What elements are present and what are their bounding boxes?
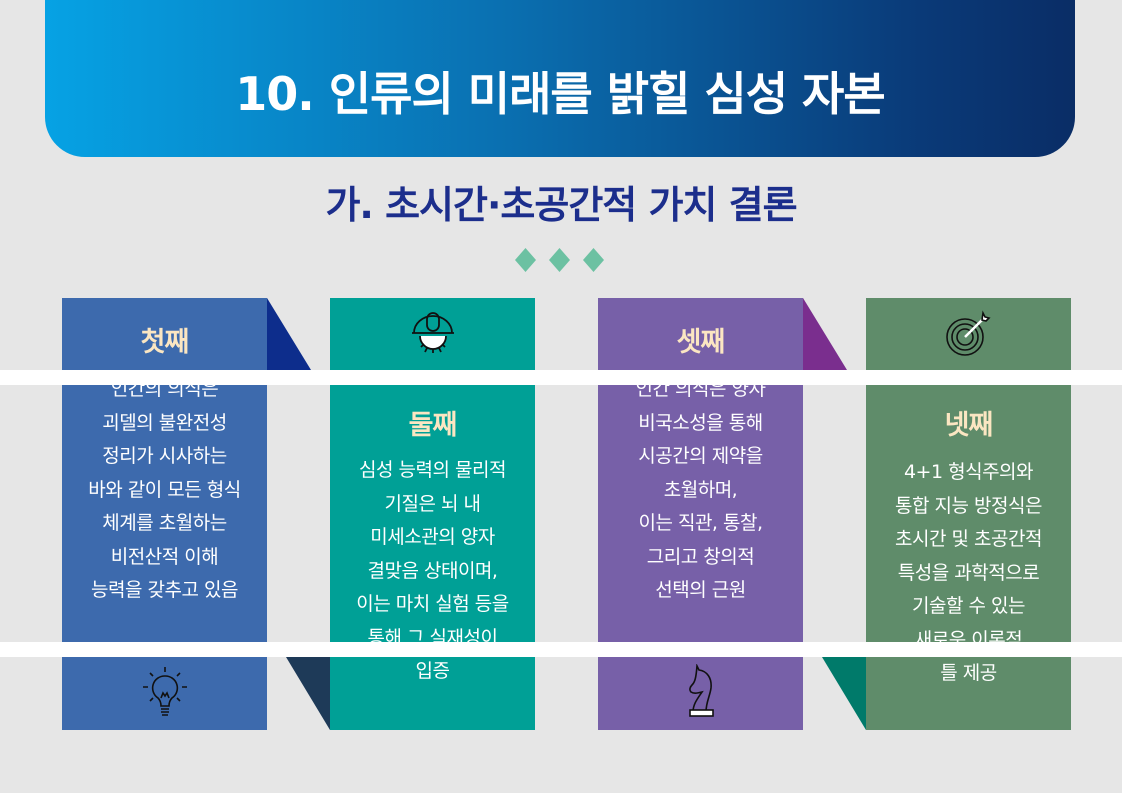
card3-title: 셋째: [676, 327, 726, 358]
lightbulb-icon: [62, 665, 267, 721]
card4-corner-triangle: [822, 657, 866, 730]
body-line: 통합 지능 방정식은: [895, 494, 1042, 517]
diamond-divider: [515, 248, 604, 272]
body-line: 초월하며,: [663, 478, 738, 501]
target-arrow-icon: [866, 310, 1071, 358]
card1-title: 첫째: [140, 327, 190, 358]
card3-corner-triangle: [803, 298, 847, 370]
card1-body: 인간의 의식은 괴델의 불완전성 정리가 시사하는 바와 같이 모든 형식 체계…: [62, 373, 267, 608]
body-line: 그리고 창의적: [646, 545, 755, 568]
card2-title: 둘째: [408, 410, 458, 441]
body-line: 특성을 과학적으로: [897, 561, 1040, 584]
white-band-top: [0, 370, 1122, 385]
body-line: 선택의 근원: [655, 579, 746, 601]
body-line: 인간 의식은 양자: [635, 378, 766, 400]
card1-corner-triangle: [267, 298, 311, 370]
body-line: 이는 마치 실험 등을: [356, 593, 509, 615]
chess-knight-icon: [598, 664, 803, 718]
header-banner: [45, 0, 1075, 157]
diamond-icon: [583, 248, 604, 272]
body-line: 바와 같이 모든 형식: [88, 478, 241, 501]
body-line: 초시간 및 초공간적: [895, 528, 1042, 550]
white-band-bottom: [0, 642, 1122, 657]
card2-corner-triangle: [286, 657, 330, 730]
body-line: 기질은 뇌 내: [384, 492, 481, 515]
card2-body: 심성 능력의 물리적 기질은 뇌 내 미세소관의 양자 결맞음 상태이며, 이는…: [330, 454, 535, 689]
body-line: 시공간의 제약을: [638, 445, 763, 467]
body-line: 괴델의 불완전성: [102, 411, 227, 434]
body-line: 심성 능력의 물리적: [359, 459, 506, 481]
card4-title: 넷째: [944, 410, 994, 441]
body-line: 비국소성을 통해: [638, 411, 763, 434]
body-line: 통해 그 실재성이: [367, 626, 498, 649]
page-title: 10. 인류의 미래를 밝힐 심성 자본: [235, 67, 885, 121]
body-line: 결맞음 상태이며,: [367, 559, 498, 582]
hardhat-gear-icon: [330, 308, 535, 358]
body-line: 입증: [415, 660, 450, 682]
body-line: 능력을 갖추고 있음: [91, 579, 238, 601]
body-line: 비전산적 이해: [110, 545, 219, 568]
body-line: 인간의 의식은: [110, 378, 219, 400]
diamond-icon: [549, 248, 570, 272]
body-line: 기술할 수 있는: [912, 595, 1025, 617]
card3-body: 인간 의식은 양자 비국소성을 통해 시공간의 제약을 초월하며, 이는 직관,…: [598, 373, 803, 608]
body-line: 4+1 형식주의와: [903, 461, 1034, 483]
body-line: 틀 제공: [940, 662, 997, 684]
body-line: 이는 직관, 통찰,: [638, 512, 763, 534]
diamond-icon: [515, 248, 536, 272]
body-line: 정리가 시사하는: [102, 445, 227, 467]
section-subtitle: 가. 초시간·초공간적 가치 결론: [325, 183, 797, 227]
body-line: 새로운 이론적: [914, 628, 1023, 651]
body-line: 미세소관의 양자: [370, 526, 495, 548]
body-line: 체계를 초월하는: [102, 512, 227, 534]
card4-body: 4+1 형식주의와 통합 지능 방정식은 초시간 및 초공간적 특성을 과학적으…: [866, 456, 1071, 691]
